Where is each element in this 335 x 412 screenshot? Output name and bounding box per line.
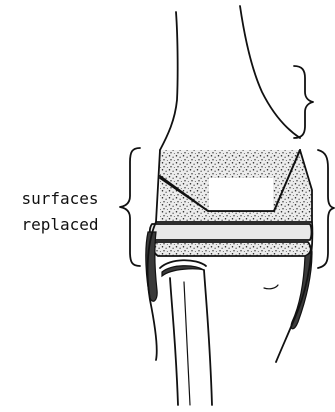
bearing-pad xyxy=(150,224,312,240)
tibia-right xyxy=(204,270,212,405)
femoral-notch xyxy=(209,178,273,211)
femur-outline xyxy=(160,12,178,150)
fibula xyxy=(184,282,190,405)
label-line-2: replaced xyxy=(4,212,116,238)
tibia-mark xyxy=(264,285,278,289)
left-bracket xyxy=(120,148,140,266)
tibial-component xyxy=(153,242,311,256)
label-line-1: surfaces xyxy=(4,186,116,212)
surfaces-replaced-label: surfaces replaced xyxy=(4,186,116,238)
femur-outline-right xyxy=(240,6,300,138)
right-bracket xyxy=(318,150,334,268)
tibial-cap-shade xyxy=(162,266,204,276)
tibia-left xyxy=(170,278,178,405)
upper-right-brace xyxy=(294,66,313,138)
